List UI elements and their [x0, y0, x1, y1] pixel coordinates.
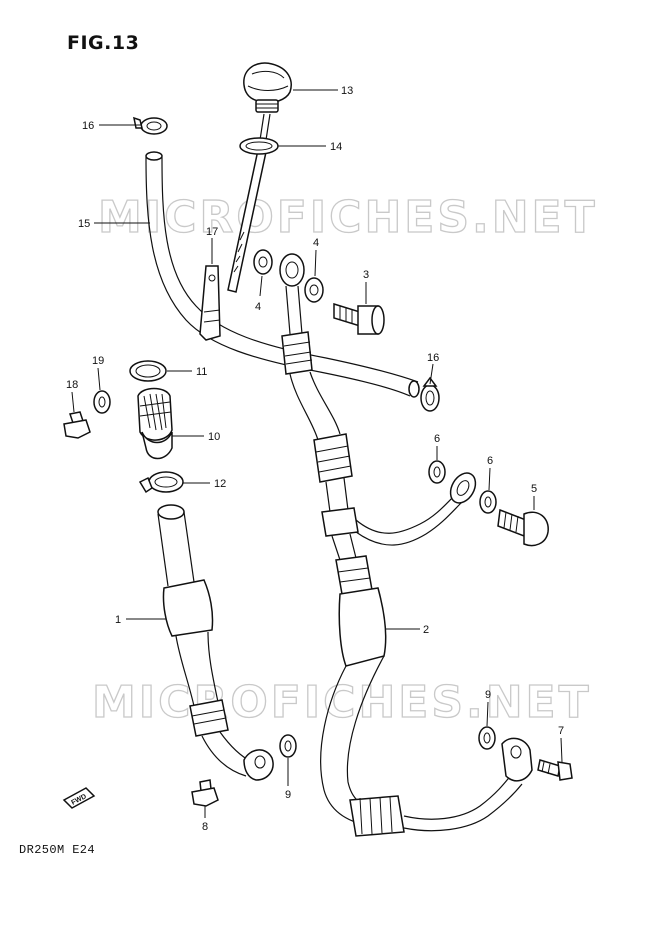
callout-6b: 6 [487, 455, 493, 467]
washer-4b [304, 277, 324, 303]
callout-9a: 9 [285, 789, 291, 801]
gasket-19 [93, 390, 111, 414]
callout-6a: 6 [434, 433, 440, 445]
callout-labels: 13 16 14 15 17 4 4 3 19 18 11 16 10 6 6 … [66, 85, 564, 833]
bolt-8 [191, 779, 219, 807]
figure-title: FIG.13 [67, 32, 140, 54]
gasket-9b [478, 726, 496, 750]
union-bolt-5 [497, 508, 549, 547]
callout-19: 19 [92, 355, 104, 367]
watermark-bottom: MICROFICHES.NET [92, 677, 592, 728]
washer-4a [253, 249, 273, 275]
hose-clamp-right [420, 376, 440, 412]
hose-clamp-top [133, 116, 168, 135]
callout-9b: 9 [485, 689, 491, 701]
callout-18: 18 [66, 379, 78, 391]
callout-1: 1 [115, 614, 121, 626]
callout-3: 3 [363, 269, 369, 281]
callout-10: 10 [208, 431, 220, 443]
washer-6a [428, 460, 446, 484]
callout-4a: 4 [255, 301, 261, 313]
callout-13: 13 [341, 85, 353, 97]
oil-strainer-10 [137, 387, 173, 460]
callout-2: 2 [423, 624, 429, 636]
leader-lines [71, 89, 563, 818]
oil-hose-2 [279, 253, 533, 837]
gasket-9a [279, 734, 297, 758]
union-bolt-3 [333, 302, 385, 335]
oil-filler-cap [243, 62, 292, 113]
washer-6b [479, 490, 497, 514]
callout-15: 15 [78, 218, 90, 230]
callout-11: 11 [196, 366, 207, 378]
watermark-top: MICROFICHES.NET [98, 192, 598, 243]
oil-pipe-branch [355, 472, 477, 546]
oil-hose-1 [157, 504, 274, 781]
model-code: DR250M E24 [19, 843, 96, 857]
forward-direction-arrow: FWD [62, 787, 96, 809]
callout-17: 17 [206, 226, 218, 238]
hose-clamp-12 [138, 471, 184, 494]
o-ring-11 [129, 360, 167, 382]
drain-plug-18 [63, 411, 91, 439]
callout-4b: 4 [313, 237, 319, 249]
callout-7: 7 [558, 725, 564, 737]
callout-14: 14 [330, 141, 342, 153]
callout-12: 12 [214, 478, 226, 490]
breather-hose [145, 151, 420, 398]
callout-16b: 16 [427, 352, 439, 364]
callout-16a: 16 [82, 120, 94, 132]
bolt-7 [537, 759, 573, 781]
callout-8: 8 [202, 821, 208, 833]
callout-5: 5 [531, 483, 537, 495]
hose-bracket [199, 265, 221, 341]
